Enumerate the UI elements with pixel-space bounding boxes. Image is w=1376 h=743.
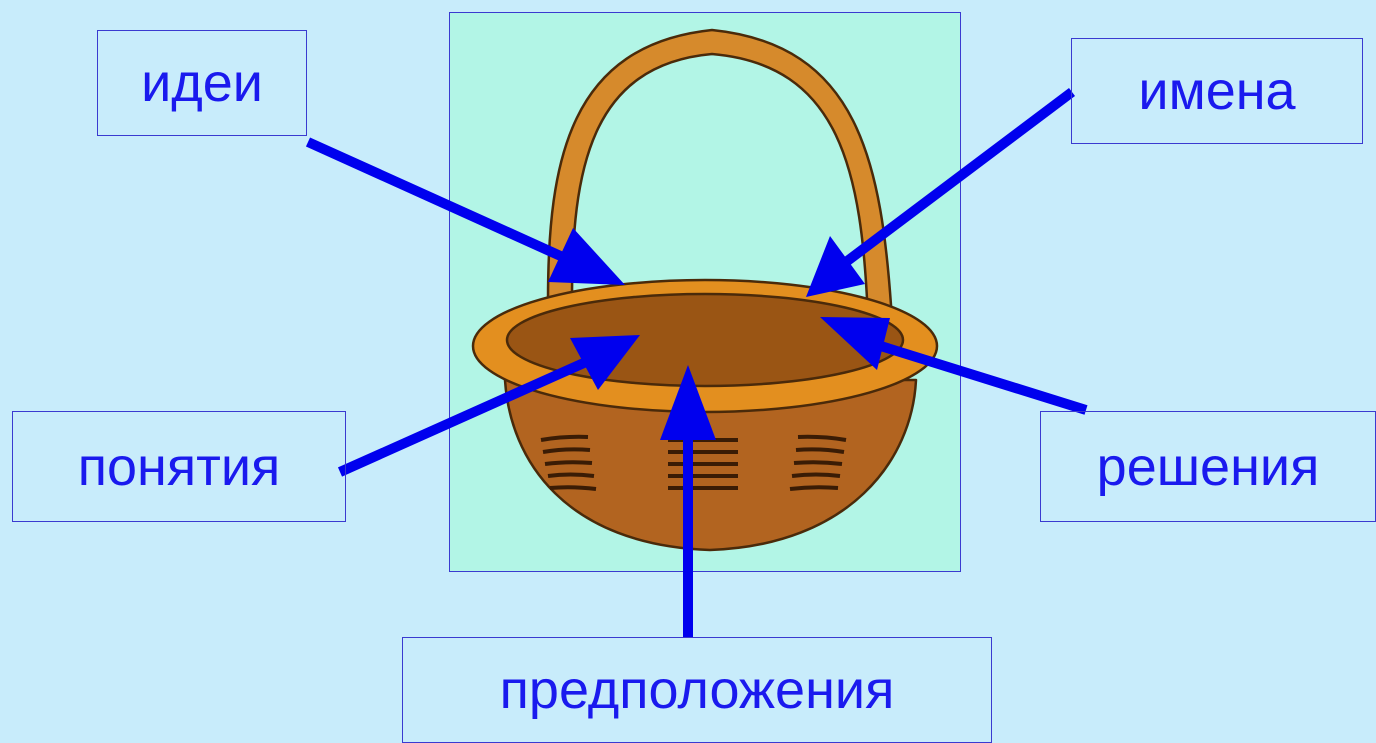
label-ponyatiya-text: понятия <box>78 440 280 494</box>
label-predpolozheniya-text: предположения <box>500 663 895 717</box>
basket-icon <box>473 30 937 550</box>
label-imena: имена <box>1071 38 1363 144</box>
label-idei: идеи <box>97 30 307 136</box>
label-resheniya-text: решения <box>1097 440 1320 494</box>
label-resheniya: решения <box>1040 411 1376 522</box>
label-idei-text: идеи <box>141 56 263 110</box>
label-ponyatiya: понятия <box>12 411 346 522</box>
label-predpolozheniya: предположения <box>402 637 992 743</box>
label-imena-text: имена <box>1138 64 1295 118</box>
